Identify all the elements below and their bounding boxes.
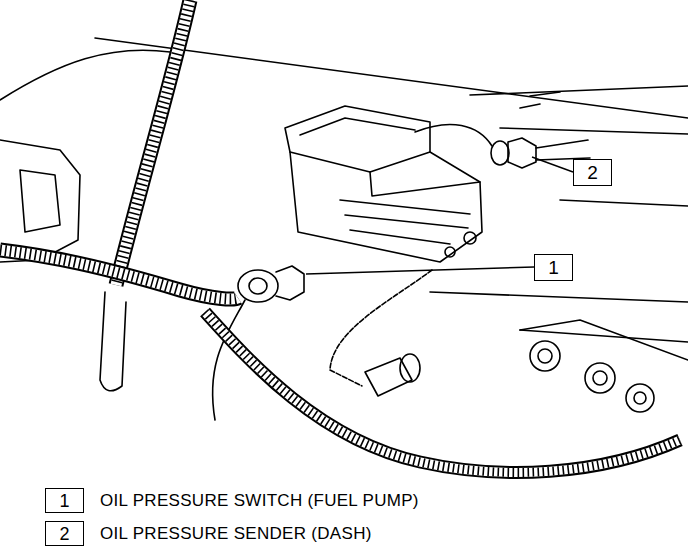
housing — [285, 106, 430, 172]
bolt — [585, 363, 615, 393]
callout-number: 2 — [587, 163, 598, 182]
housing-rib — [340, 200, 470, 244]
panel-line — [430, 292, 688, 302]
housing — [370, 172, 480, 196]
housing — [300, 118, 415, 135]
housing — [290, 152, 482, 262]
legend-entry: 2 OIL PRESSURE SENDER (DASH) — [45, 521, 372, 546]
bolt — [593, 371, 607, 385]
bolt — [538, 349, 552, 363]
leader-line — [532, 157, 573, 172]
leader-line — [306, 267, 534, 274]
panel-line — [560, 200, 688, 206]
wire-loop — [100, 292, 126, 391]
oil-pressure-sender — [508, 138, 536, 168]
bolt — [634, 392, 646, 404]
bolt — [464, 232, 476, 244]
panel-line — [470, 86, 688, 95]
engine-block — [0, 140, 80, 262]
legend-entry: 1 OIL PRESSURE SWITCH (FUEL PUMP) — [45, 488, 419, 513]
oil-line — [536, 140, 590, 160]
wire — [415, 124, 492, 146]
part-name: OIL PRESSURE SENDER (DASH) — [100, 525, 372, 542]
callout-box: 1 — [534, 254, 573, 281]
callout-number: 1 — [45, 488, 84, 513]
oil-pressure-switch — [238, 270, 278, 302]
sensor — [365, 358, 412, 396]
bolt — [626, 384, 654, 412]
callout-number: 2 — [45, 521, 84, 546]
bolt — [530, 341, 560, 371]
bracket — [520, 320, 688, 360]
engine-block — [20, 170, 60, 232]
harness-loom — [0, 250, 238, 299]
sensor — [400, 354, 420, 382]
callout-box: 2 — [573, 159, 612, 186]
bolt — [445, 247, 455, 257]
part-name: OIL PRESSURE SWITCH (FUEL PUMP) — [100, 492, 419, 509]
oil-pressure-switch — [249, 278, 267, 294]
panel-line — [500, 128, 688, 134]
panel-line — [520, 330, 688, 342]
panel-line — [0, 50, 170, 100]
harness-loom — [205, 312, 680, 472]
harness-loom — [116, 0, 190, 285]
panel-line — [520, 92, 560, 108]
wire — [330, 270, 432, 386]
sender-connector — [491, 141, 509, 165]
callout-number: 1 — [548, 258, 559, 277]
switch-nut — [276, 266, 304, 300]
